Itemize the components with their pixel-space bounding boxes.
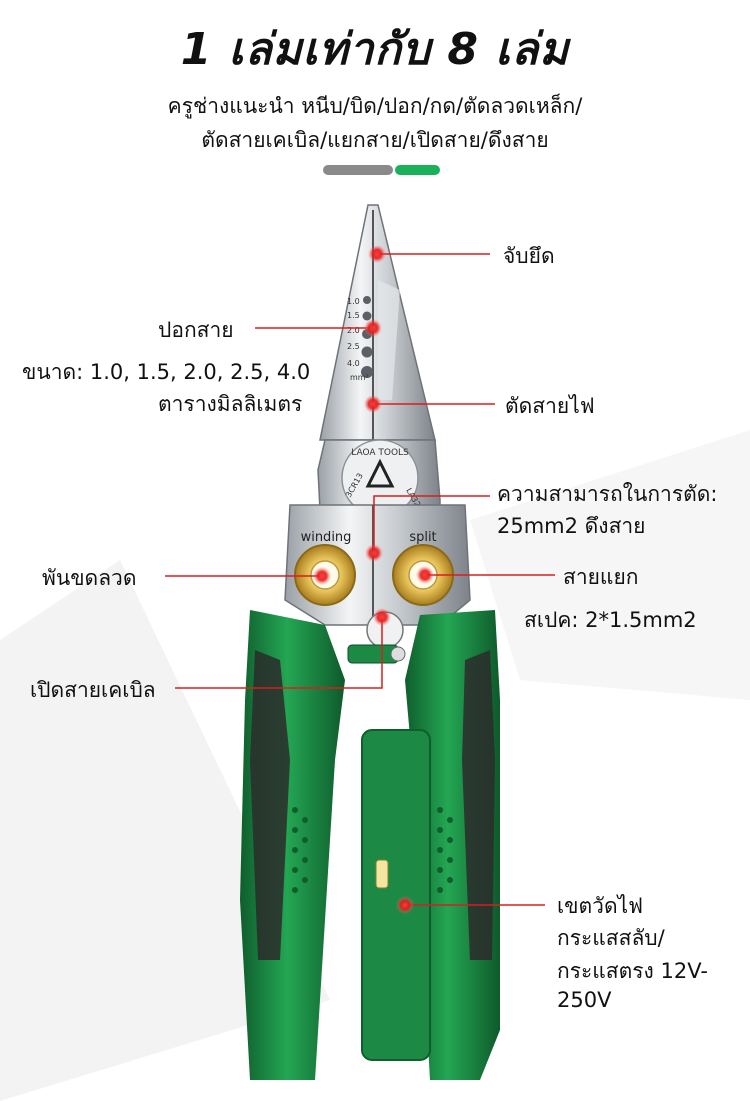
gauge-mark: 1.0	[347, 297, 360, 306]
subtitle-line-1: ครูช่างแนะนำ หนีบ/บิด/ปอก/กด/ตัดลวดเหล็ก…	[167, 94, 583, 118]
callout-grip: จับยึด	[503, 244, 555, 268]
winding-hole-label: winding	[301, 530, 352, 545]
callout-split-spec: สเปค: 2*1.5mm2	[524, 608, 697, 632]
callout-winding: พันขดลวด	[42, 566, 137, 590]
brand-engraving: LAOA TOOLS	[351, 448, 409, 458]
plier-handles	[240, 610, 500, 1080]
pivot-head: LAOA TOOLS LA324108 3CR13	[317, 439, 441, 526]
page-title: 1 เล่มเท่ากับ 8 เล่ม	[180, 24, 570, 75]
callout-cut-wire: ตัดสายไฟ	[505, 394, 595, 418]
callout-lines	[165, 253, 555, 906]
callout-dots	[313, 245, 434, 914]
divider-bar-gray	[323, 165, 393, 175]
wire-gauge-marks: 1.0 1.5 2.0 2.5 4.0 mm²	[347, 297, 369, 382]
callout-open-cable: เปิดสายเคเบิล	[30, 678, 156, 702]
gauge-mark: 2.5	[347, 342, 360, 351]
gauge-mark: 4.0	[347, 359, 360, 368]
callout-strip: ปอกสาย	[158, 318, 234, 342]
gauge-mark: 2.0	[347, 326, 360, 335]
subtitle-line-2: ตัดสายเคเบิล/แยกสาย/เปิดสาย/ดึงสาย	[201, 128, 549, 152]
callout-tester-line-1: เขตวัดไฟ	[557, 894, 644, 918]
callout-cut-capacity-line-1: ความสามารถในการตัด:	[497, 482, 718, 506]
divider-bar-green	[395, 165, 440, 175]
callout-split: สายแยก	[563, 565, 639, 589]
gauge-mark: mm²	[350, 373, 369, 382]
callout-size-line-1: ขนาด: 1.0, 1.5, 2.0, 2.5, 4.0	[22, 360, 311, 384]
callout-cut-capacity-line-2: 25mm2 ดึงสาย	[497, 514, 646, 538]
gauge-mark: 1.5	[347, 311, 360, 320]
callout-tester-line-4: 250V	[557, 988, 612, 1012]
callout-tester-line-2: กระแสสลับ/	[557, 926, 665, 950]
callout-size-line-2: ตารางมิลลิเมตร	[158, 392, 303, 416]
callout-tester-line-3: กระแสตรง 12V-	[557, 959, 708, 983]
split-hole-label: split	[409, 530, 436, 545]
